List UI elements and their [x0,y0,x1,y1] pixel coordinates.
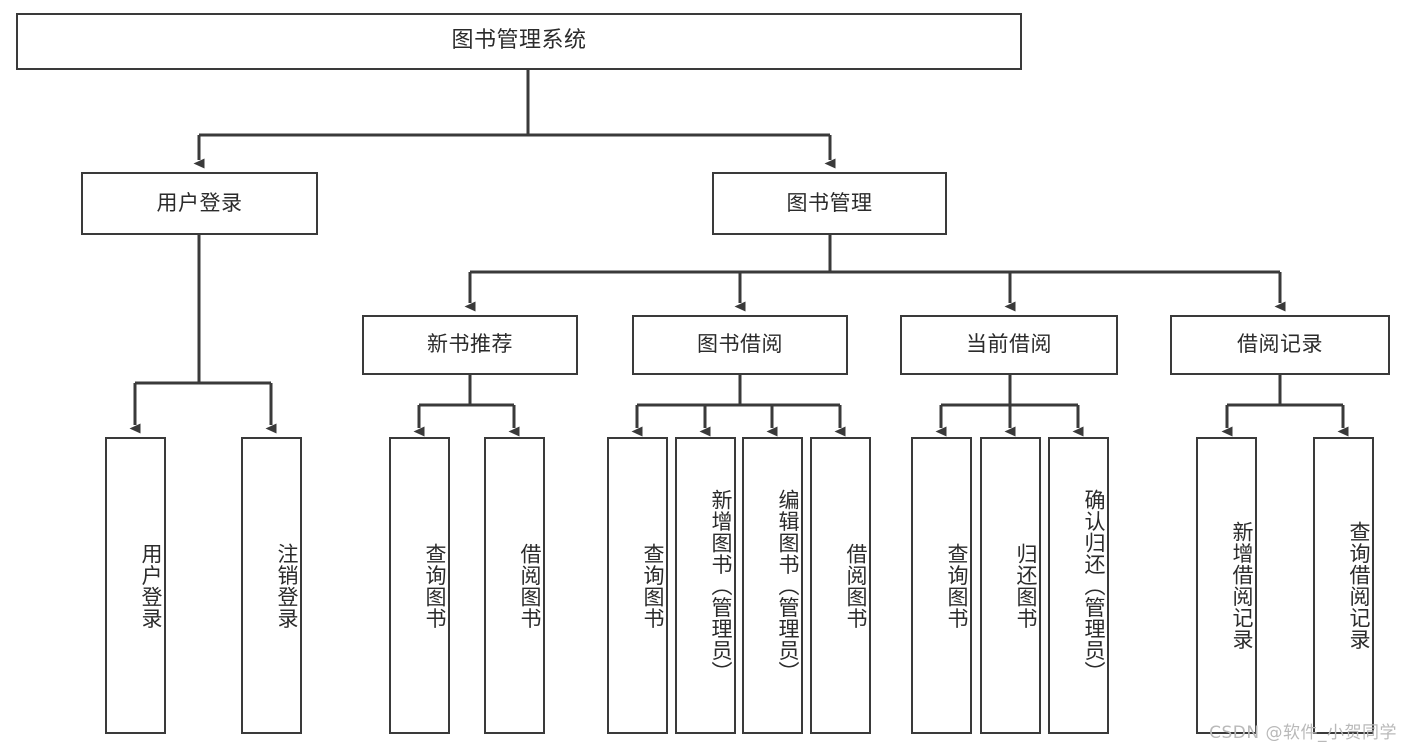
leaf-current-borrow-return-book[interactable]: 归还图书 [980,437,1041,734]
leaf-user-login-login[interactable]: 用户登录 [105,437,166,734]
leaf-user-login-logout[interactable]: 注销登录 [241,437,302,734]
node-label: 图书借阅 [697,332,783,357]
leaf-book-borrow-add-book[interactable]: 新增图书（管理员） [675,437,736,734]
leaf-borrow-record-add-record[interactable]: 新增借阅记录 [1196,437,1257,734]
node-label: 归还图书 [1014,542,1038,629]
node-label: 借阅图书 [844,542,868,629]
leaf-book-borrow-edit-book[interactable]: 编辑图书（管理员） [742,437,803,734]
node-label: 图书管理系统 [451,28,587,54]
leaf-book-borrow-borrow-book[interactable]: 借阅图书 [810,437,871,734]
node-label: 查询图书 [641,542,665,629]
node-label: 当前借阅 [966,332,1052,357]
node-label: 注销登录 [275,542,299,629]
node-book-management[interactable]: 图书管理 [712,172,947,235]
node-label: 查询借阅记录 [1347,521,1371,650]
csdn-watermark: CSDN @软件_小贺同学 [1209,723,1397,743]
node-root-system[interactable]: 图书管理系统 [16,13,1022,70]
node-user-login[interactable]: 用户登录 [81,172,318,235]
node-label: 新增借阅记录 [1230,521,1254,650]
node-label: 新书推荐 [427,332,513,357]
leaf-book-borrow-query-book[interactable]: 查询图书 [607,437,668,734]
node-new-book-recommend[interactable]: 新书推荐 [362,315,578,375]
leaf-current-borrow-query-book[interactable]: 查询图书 [911,437,972,734]
node-label: 查询图书 [423,542,447,629]
node-label: 编辑图书（管理员） [776,488,800,683]
leaf-current-borrow-confirm-return[interactable]: 确认归还（管理员） [1048,437,1109,734]
node-book-borrow[interactable]: 图书借阅 [632,315,848,375]
node-label: 用户登录 [156,190,243,215]
leaf-borrow-record-query-record[interactable]: 查询借阅记录 [1313,437,1374,734]
leaf-new-book-query-book[interactable]: 查询图书 [389,437,450,734]
node-label: 借阅图书 [518,542,542,629]
node-borrow-record[interactable]: 借阅记录 [1170,315,1390,375]
leaf-new-book-borrow-book[interactable]: 借阅图书 [484,437,545,734]
node-label: 新增图书（管理员） [709,488,733,683]
node-label: 用户登录 [139,542,163,629]
node-label: 确认归还（管理员） [1082,488,1106,683]
node-label: 查询图书 [945,542,969,629]
node-label: 借阅记录 [1237,332,1323,357]
node-label: 图书管理 [786,190,873,215]
node-current-borrow[interactable]: 当前借阅 [900,315,1118,375]
